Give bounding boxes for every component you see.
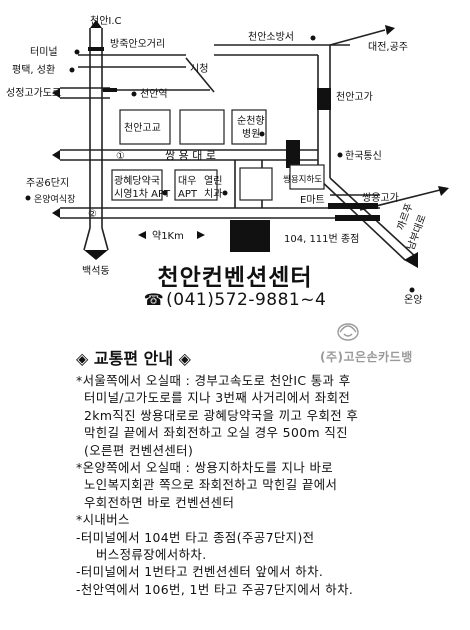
map-label-cheonan-ic: 천안I.C [90, 15, 122, 27]
map-label-jugong6: 주공6단지 [26, 177, 69, 189]
map-label-pyeongtaek: 평택, 성환 [12, 64, 55, 76]
direction-line: 막힌길 끝에서 좌회전하고 오실 경우 500m 직진 [84, 425, 348, 441]
map-label-yeollin-2: 치과 [204, 188, 222, 200]
map-label-terminal: 터미널 [30, 46, 58, 58]
map-label-daewoo: 대우 [178, 175, 196, 187]
direction-line: -천안역에서 106번, 1번 타고 주공7단지에서 하차. [76, 581, 354, 597]
map-label-sicheong: 시청 [190, 63, 208, 75]
direction-line: *서울쪽에서 오실때 : 경부고속도로 천안IC 통과 후 [76, 373, 351, 388]
map-label-bangjugan: 방죽안오거리 [110, 38, 165, 50]
direction-line: *시내버스 [76, 512, 130, 528]
map-label-road-1: ① [116, 151, 125, 162]
direction-line: 2km직진 쌍용대로로 광혜당약국을 끼고 우회전 후 [84, 407, 359, 423]
map-label-emart: E마트 [300, 194, 325, 206]
map-label-seongjeong: 성정고가도로 [6, 87, 61, 99]
phone-number: ☎(041)572-9881~4 [0, 290, 470, 310]
company-name: (주)고은손카드뱅 [320, 350, 413, 364]
map-label-cheonan-overpass: 천안고가 [336, 91, 373, 103]
map-label-bus-stop: 104, 111번 종점 [284, 233, 359, 245]
map-label-soonchunhyang: 순천향 [237, 115, 265, 127]
page-title: 천안컨벤션센터 [157, 265, 313, 291]
direction-line: 터미널/고가도로를 지나 3번째 사거리에서 좌회전 [84, 390, 351, 406]
direction-line: (오른편 컨벤션센터) [84, 442, 194, 458]
direction-line: -터미널에서 1번타고 컨벤션센터 앞에서 하차. [76, 564, 324, 580]
direction-line: 버스정류장에서하차. [96, 547, 207, 563]
map-label-road-2: ② [88, 209, 97, 220]
map-label-onyang: 온양 [404, 294, 422, 306]
map-label-soonchunhyang-2: 병원 [242, 128, 260, 140]
phone-value: (041)572-9881~4 [166, 290, 327, 310]
map-label-baekseokdong: 백석동 [82, 265, 110, 277]
map-label-cheonan-high: 천안고교 [124, 122, 161, 134]
map-label-yeollin: 열린 [204, 175, 222, 187]
direction-line: 우회전하면 바로 컨벤션센터 [84, 494, 235, 510]
map-label-cheonan-fire: 천안소방서 [248, 31, 294, 43]
map-label-daejeon: 대전,공주 [368, 41, 408, 53]
map-label-ssangyong-overpass: 쌍용고가 [362, 192, 399, 204]
map-label-ssangyong-underpass: 쌍용지하도 [283, 174, 322, 185]
direction-line: 노인복지회관 쪽으로 좌회전하고 막힌길 끝에서 [84, 477, 338, 493]
phone-icon: ☎ [143, 290, 165, 309]
location-map: 천안I.C 터미널 방죽안오거리 평택, 성환 시청 성정고가도로 천안역 천안… [6, 15, 449, 306]
map-label-cheonan-station: 천안역 [140, 88, 168, 100]
directions-title: ◈ 교통편 안내 ◈ [76, 349, 191, 368]
map-label-ssangyong-road: 쌍 용 대 로 [165, 149, 216, 162]
map-label-gwanghye-2: 시영1차 APT [114, 188, 171, 200]
map-label-daewoo-2: APT [178, 189, 198, 200]
map-label-scale: 약1Km [152, 230, 184, 242]
map-label-onyang-school: 온양여식장 [34, 193, 75, 205]
direction-line: *온양쪽에서 오실때 : 쌍용지하차도를 지나 바로 [76, 460, 334, 476]
map-label-gwanghye: 광혜당약국 [114, 175, 160, 187]
company-logo-icon [337, 323, 359, 341]
map-label-korea-telecom: 한국통신 [345, 150, 382, 162]
directions-text: *서울쪽에서 오실때 : 경부고속도로 천안IC 통과 후 터미널/고가도로를 … [76, 372, 436, 598]
direction-line: -터미널에서 104번 타고 종점(주공7단지)전 [76, 529, 315, 545]
